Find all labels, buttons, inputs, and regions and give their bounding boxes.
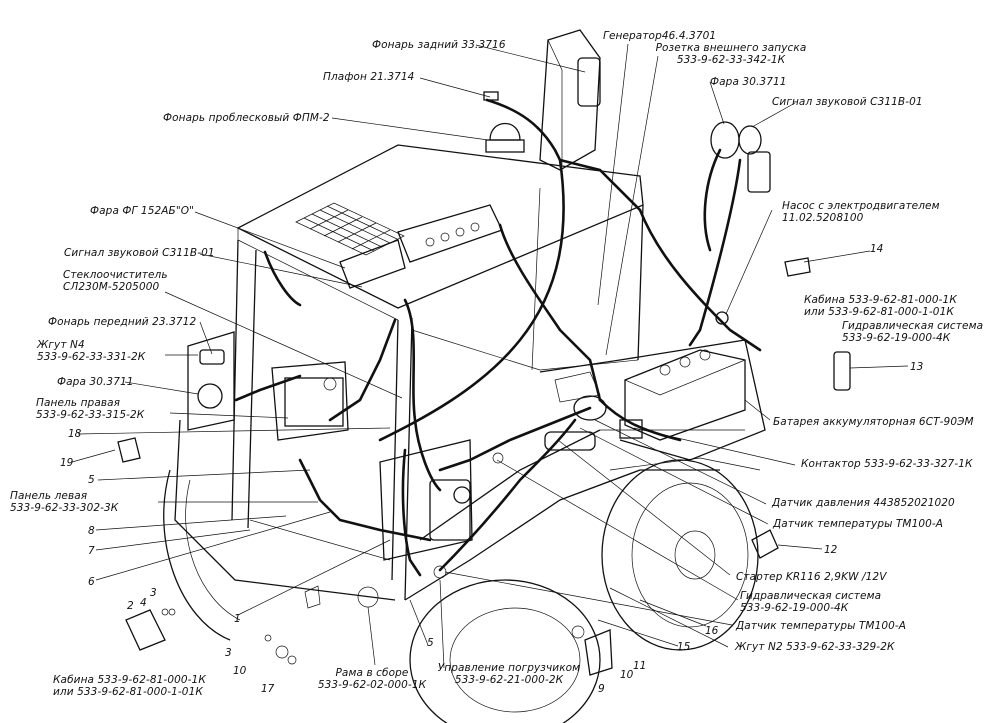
label-panel-left-code: 533-9-62-33-302-3К	[10, 502, 119, 514]
label-ceiling-lamp: Плафон 21.3714	[323, 71, 415, 83]
label-loader-control-name: Управление погрузчиком	[437, 662, 581, 674]
label-hydraulic-bottom: Гидравлическая система 533-9-62-19-000-4…	[740, 590, 881, 614]
components	[117, 57, 851, 676]
label-pump: Насос с электродвигателем 11.02.5208100	[782, 200, 940, 224]
label-horn-left: Сигнал звуковой С311В-01	[64, 247, 215, 259]
callout-15: 15	[677, 641, 691, 653]
callout-6: 6	[88, 576, 95, 588]
label-pump-code: 11.02.5208100	[782, 212, 864, 224]
label-loader-control-code: 533-9-62-21-000-2К	[454, 674, 564, 686]
leader-lines	[71, 43, 909, 669]
harness-wires	[234, 98, 762, 577]
label-cab-bottom-code: Кабина 533-9-62-81-000-1К	[53, 674, 206, 686]
label-hydraulic-bottom-code: 533-9-62-19-000-4К	[740, 602, 849, 614]
label-loader-control: Управление погрузчиком 533-9-62-21-000-2…	[424, 662, 594, 686]
callout-4-bracket: 4	[140, 597, 147, 609]
label-harness-2: Жгут N2 533-9-62-33-329-2К	[735, 641, 895, 653]
label-cab-top-code: Кабина 533-9-62-81-000-1К	[804, 294, 957, 306]
label-panel-right: Панель правая 533-9-62-33-315-2К	[36, 397, 144, 421]
label-temp-sensor-2: Датчик температуры ТМ100-А	[736, 620, 907, 632]
label-contactor: Контактор 533-9-62-33-327-1К	[801, 458, 973, 470]
label-headlamp-left: Фара 30.3711	[57, 376, 134, 388]
label-external-start-socket-name: Розетка внешнего запуска	[655, 42, 807, 54]
label-panel-left-name: Панель левая	[10, 490, 88, 502]
label-generator: Генератор46.4.3701	[603, 30, 717, 42]
label-cab-top-alt-code: или 533-9-62-81-000-1-01К	[804, 306, 954, 318]
callout-9: 9	[598, 683, 605, 695]
callout-18: 18	[68, 428, 82, 440]
label-panel-left: Панель левая 533-9-62-33-302-3К	[10, 490, 118, 514]
callout-12: 12	[824, 544, 838, 556]
label-starter: Стартер KR116 2,9KW /12V	[736, 571, 887, 583]
label-hydraulic-top: Гидравлическая система 533-9-62-19-000-4…	[842, 320, 983, 344]
label-hydraulic-bottom-name: Гидравлическая система	[740, 590, 882, 602]
callout-19: 19	[60, 457, 74, 469]
label-cab-bottom-alt-code: или 533-9-62-81-000-1-01К	[53, 686, 203, 698]
label-external-start-socket: Розетка внешнего запуска 533-9-62-33-342…	[646, 42, 816, 66]
callout-16: 16	[705, 625, 719, 637]
callout-10-bolt: 10	[233, 665, 247, 677]
label-wiper: Стеклоочиститель СЛ230М-5205000	[63, 269, 168, 293]
label-fog-lamp: Фара ФГ 152АБ"О"	[90, 205, 195, 217]
callout-5-bottom: 5	[427, 637, 434, 649]
label-front-lamp: Фонарь передний 23.3712	[48, 316, 197, 328]
label-rear-lamp: Фонарь задний 33.3716	[372, 39, 506, 51]
label-hydraulic-top-code: 533-9-62-19-000-4К	[842, 332, 951, 344]
label-harness-4: Жгут N4 533-9-62-33-331-2К	[37, 339, 145, 363]
label-hydraulic-top-name: Гидравлическая система	[842, 320, 984, 332]
label-harness-4-name: Жгут N4	[37, 339, 85, 351]
callout-10-bracket: 10	[620, 669, 634, 681]
callout-8: 8	[88, 525, 95, 537]
label-frame-name: Рама в сборе	[335, 667, 409, 679]
callout-2: 2	[127, 600, 134, 612]
label-pressure-sensor: Датчик давления 443852021020	[772, 497, 955, 509]
machine-body	[174, 29, 766, 601]
label-panel-right-code: 533-9-62-33-315-2К	[36, 409, 145, 421]
callout-11: 11	[633, 660, 647, 672]
label-frame: Рама в сборе 533-9-62-02-000-1К	[302, 667, 442, 691]
callout-1: 1	[234, 613, 241, 625]
label-pump-name: Насос с электродвигателем	[782, 200, 940, 212]
callout-3-bolt: 3	[225, 647, 232, 659]
callout-14: 14	[870, 243, 884, 255]
callout-5-left: 5	[88, 474, 95, 486]
callout-13: 13	[910, 361, 924, 373]
label-temp-sensor-1: Датчик температуры ТМ100-А	[773, 518, 944, 530]
label-frame-code: 533-9-62-02-000-1К	[317, 679, 427, 691]
callout-3-bracket: 3	[150, 587, 157, 599]
label-battery: Батарея аккумуляторная 6СТ-90ЭМ	[773, 416, 974, 428]
label-wiper-code: СЛ230М-5205000	[63, 281, 160, 293]
label-horn-right: Сигнал звуковой С311В-01	[772, 96, 923, 108]
label-external-start-socket-code: 533-9-62-33-342-1К	[676, 54, 786, 66]
label-cab-bottom: Кабина 533-9-62-81-000-1К или 533-9-62-8…	[53, 674, 206, 698]
callout-7: 7	[88, 545, 95, 557]
label-beacon-lamp: Фонарь проблесковый ФПМ-2	[163, 112, 330, 124]
label-harness-4-code: 533-9-62-33-331-2К	[37, 351, 146, 363]
label-panel-right-name: Панель правая	[36, 397, 121, 409]
label-headlamp-top: Фара 30.3711	[710, 76, 787, 88]
label-wiper-name: Стеклоочиститель	[63, 269, 168, 281]
label-cab-top: Кабина 533-9-62-81-000-1К или 533-9-62-8…	[804, 294, 957, 318]
callout-17: 17	[261, 683, 275, 695]
